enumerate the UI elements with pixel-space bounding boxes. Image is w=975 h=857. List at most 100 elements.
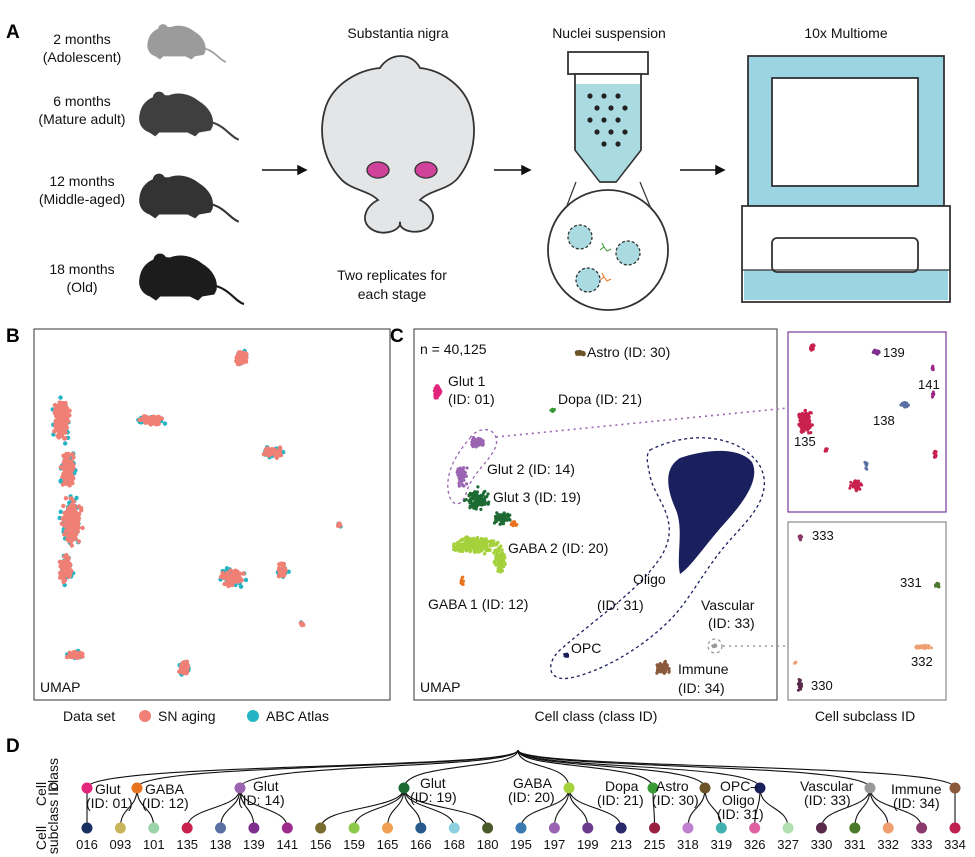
umap-point <box>57 425 62 430</box>
substantia-nigra-title: Substantia nigra <box>347 25 448 41</box>
umap-point <box>805 416 809 420</box>
umap-c-label: UMAP <box>420 679 460 695</box>
legend-label-sn-aging: SN aging <box>158 708 216 724</box>
umap-point <box>184 665 189 670</box>
umap-point <box>70 452 75 457</box>
class-node-label: Astro <box>656 778 689 794</box>
umap-point <box>149 421 154 426</box>
umap-point <box>479 441 483 445</box>
umap-point <box>803 409 807 413</box>
umap-point <box>58 572 64 578</box>
panel-c-letter: C <box>390 326 404 347</box>
umap-point <box>281 570 286 575</box>
legend-dot-abc-atlas <box>247 710 259 722</box>
subclass-label: 332 <box>911 654 933 669</box>
umap-point <box>722 500 726 505</box>
umap-point <box>71 455 76 460</box>
zoom-box-glut2 <box>787 331 947 513</box>
umap-point <box>923 643 927 647</box>
age-label: 2 months <box>53 31 111 47</box>
umap-point <box>65 463 70 469</box>
umap-point <box>61 579 66 585</box>
umap-point <box>458 477 462 482</box>
umap-point <box>434 388 438 393</box>
tree-edge-root <box>517 749 871 789</box>
subclass-label: 141 <box>918 377 940 392</box>
umap-point <box>479 536 483 541</box>
subclass-node <box>181 822 193 834</box>
row-label-subclass: Cell <box>33 826 49 850</box>
umap-point <box>277 571 282 577</box>
umap-point <box>798 678 802 682</box>
umap-point <box>63 521 69 526</box>
subclass-node <box>381 822 393 834</box>
umap-point <box>802 415 806 419</box>
replicates-line-1: Two replicates for <box>337 267 447 283</box>
umap-point <box>658 670 663 674</box>
tree-edge <box>568 787 589 829</box>
umap-point <box>67 531 72 537</box>
class-node <box>563 782 575 794</box>
umap-point <box>461 575 465 579</box>
class-node-label-id: (ID: 01) <box>86 795 133 811</box>
nuclei-suspension-title: Nuclei suspension <box>552 25 666 41</box>
tree-edge <box>403 787 455 829</box>
umap-point <box>74 511 80 516</box>
umap-point <box>484 546 488 550</box>
subclass-id-label: 318 <box>677 837 699 852</box>
umap-point <box>59 560 64 566</box>
panel-c-caption: Cell class (class ID) <box>535 708 658 724</box>
class-node <box>864 782 876 794</box>
umap-point <box>300 622 305 627</box>
cluster-outlines <box>447 428 766 680</box>
umap-point <box>810 423 814 427</box>
umap-point <box>704 498 708 503</box>
umap-point <box>667 667 671 671</box>
umap-point <box>468 549 472 554</box>
umap-point <box>575 351 579 355</box>
subclass-node <box>281 822 293 834</box>
umap-point <box>62 515 67 520</box>
umap-point <box>475 504 479 508</box>
umap-point <box>472 536 476 541</box>
umap-point <box>801 426 805 430</box>
umap-point <box>498 565 502 570</box>
subclass-node <box>148 822 160 834</box>
umap-point <box>713 492 717 496</box>
umap-point <box>68 467 73 472</box>
umap-point <box>278 453 284 458</box>
umap-point <box>475 546 479 550</box>
umap-point <box>487 548 491 552</box>
umap-point <box>496 514 500 518</box>
tree-edge <box>239 787 288 829</box>
class-node-label: Glut <box>95 781 121 797</box>
umap-point <box>457 484 461 488</box>
umap-point <box>72 650 77 655</box>
umap-point <box>63 454 68 459</box>
umap-point <box>74 495 79 501</box>
subclass-node <box>448 822 460 834</box>
umap-point <box>459 545 463 550</box>
subclass-node <box>782 822 794 834</box>
legend-label-abc-atlas: ABC Atlas <box>266 708 329 724</box>
umap-point <box>58 395 63 400</box>
umap-point <box>495 511 499 515</box>
umap-point <box>798 537 802 541</box>
umap-point <box>243 577 249 583</box>
subclass-node <box>916 822 928 834</box>
umap-point <box>461 583 465 586</box>
dataset-legend: Data set SN aging ABC Atlas <box>63 708 329 724</box>
age-group-2: 12 months (Middle-aged) <box>39 173 240 223</box>
umap-point <box>470 503 474 507</box>
tree-edge <box>869 787 923 829</box>
class-label-glut3: Glut 3 (ID: 19) <box>493 489 581 505</box>
subclass-node <box>248 822 260 834</box>
subclass-node <box>882 822 894 834</box>
umap-point <box>61 532 67 537</box>
umap-point <box>712 644 716 648</box>
umap-point <box>483 495 488 499</box>
umap-point <box>64 476 70 481</box>
arrow-icon <box>494 164 532 176</box>
umap-point <box>712 487 717 492</box>
umap-point <box>64 467 70 473</box>
